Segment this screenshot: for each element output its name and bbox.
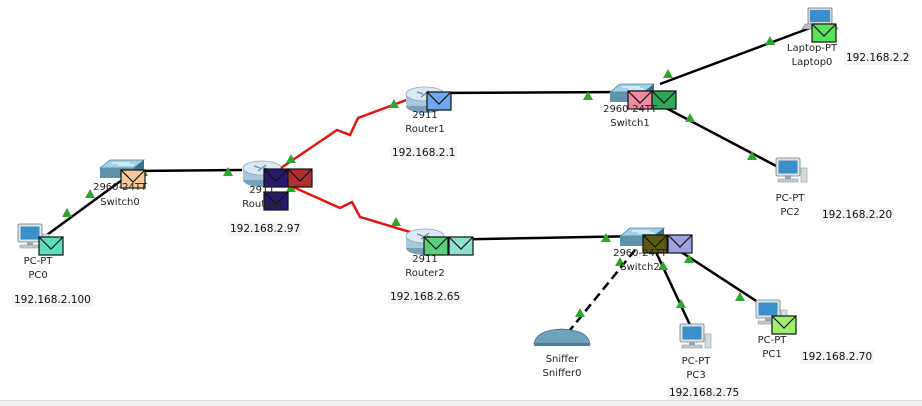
link-switch2-pc3[interactable] — [653, 249, 692, 326]
pc3[interactable] — [679, 323, 712, 349]
pc2[interactable] — [775, 157, 808, 183]
pdu-envelope-laptop0[interactable] — [811, 23, 837, 43]
pdu-envelope-pc1[interactable] — [771, 315, 797, 335]
switch0-model: 2960-24TT — [93, 182, 147, 193]
pc1-name: PC1 — [762, 349, 782, 360]
laptop0-ip: 192.168.2.2 — [844, 51, 912, 65]
pdu-envelope-router0[interactable] — [287, 168, 313, 188]
router2-ip: 192.168.2.65 — [388, 290, 463, 304]
canvas-bottom-edge — [0, 400, 922, 406]
pc3-ip: 192.168.2.75 — [667, 386, 742, 400]
pc3-model: PC-PT — [681, 356, 711, 367]
link-switch1-pc2[interactable] — [665, 106, 781, 170]
router1-name: Router1 — [405, 124, 445, 135]
link-switch0-router0[interactable] — [132, 168, 243, 173]
switch0-name: Switch0 — [100, 197, 140, 208]
pc0-ip: 192.168.2.100 — [12, 293, 93, 307]
pdu-envelope-router2[interactable] — [423, 236, 449, 256]
serial-link-router0-router1[interactable] — [277, 93, 421, 172]
switch2-model: 2960-24TT — [613, 248, 667, 259]
sniffer0-model: Sniffer — [545, 354, 579, 365]
serial-link-router0-router2[interactable] — [281, 180, 421, 237]
pc0-name: PC0 — [28, 270, 48, 281]
router0-model: 2911 — [249, 185, 275, 196]
laptop0-model: Laptop-PT — [786, 43, 838, 54]
switch1-model: 2960-24TT — [603, 104, 657, 115]
pc3-name: PC3 — [686, 370, 706, 381]
pc2-ip: 192.168.2.20 — [820, 208, 895, 222]
link-router1-switch1[interactable] — [429, 90, 629, 95]
sniffer0-name: Sniffer0 — [542, 368, 582, 379]
link-switch1-laptop0[interactable] — [659, 26, 811, 86]
switch1-name: Switch1 — [610, 118, 650, 129]
laptop0-name: Laptop0 — [791, 57, 833, 68]
router0-ip: 192.168.2.97 — [228, 222, 303, 236]
router0-name: Router0 — [242, 199, 282, 210]
link-switch0-pc0[interactable] — [39, 178, 123, 242]
pc1-ip: 192.168.2.70 — [800, 350, 875, 364]
pc1-model: PC-PT — [757, 335, 787, 346]
pdu-envelope-switch2[interactable] — [667, 234, 693, 254]
pdu-envelopes — [38, 23, 837, 335]
link-switch2-pc1[interactable] — [671, 244, 771, 312]
pdu-envelope-router1[interactable] — [426, 91, 452, 111]
router1-model: 2911 — [412, 110, 438, 121]
router2-name: Router2 — [405, 268, 445, 279]
pc2-model: PC-PT — [775, 193, 805, 204]
switch2-name: Switch2 — [620, 262, 660, 273]
pdu-envelope-pc0[interactable] — [38, 236, 64, 256]
pdu-envelope-router2[interactable] — [448, 236, 474, 256]
pc2-name: PC2 — [780, 207, 800, 218]
sniffer0[interactable] — [533, 328, 591, 347]
router1-ip: 192.168.2.1 — [390, 146, 458, 160]
pc0-model: PC-PT — [23, 256, 53, 267]
router2-model: 2911 — [412, 254, 438, 265]
